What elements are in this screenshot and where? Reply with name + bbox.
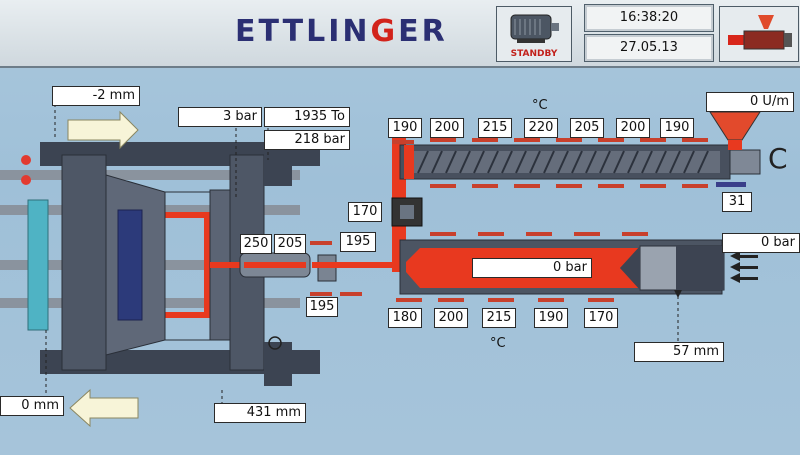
upper-zone-5-field[interactable]: 205	[570, 118, 604, 138]
standby-button[interactable]: STANDBY	[496, 6, 572, 62]
ejector-position-field[interactable]: 0 mm	[0, 396, 64, 416]
lower-zone-1-field[interactable]: 180	[388, 308, 422, 328]
lower-zone-5-field[interactable]: 170	[584, 308, 618, 328]
lower-zone-4-field[interactable]: 190	[534, 308, 568, 328]
nozzle-temp-3-field[interactable]: 195	[306, 297, 338, 317]
nozzle-temp-4-field[interactable]: 195	[340, 232, 376, 252]
platen-block-lower	[264, 342, 292, 386]
hopper-value-field[interactable]: 31	[722, 192, 752, 212]
status-led-2	[21, 175, 31, 185]
upper-zone-7-field[interactable]: 190	[660, 118, 694, 138]
clamp-pressure-field[interactable]: 3 bar	[178, 107, 262, 127]
lower-zone-2-field[interactable]: 200	[434, 308, 468, 328]
nozzle-temp-1-field[interactable]: 250	[240, 234, 272, 254]
lower-zone-3-field[interactable]: 215	[482, 308, 516, 328]
screw-position-field[interactable]: 57 mm	[634, 342, 724, 362]
nozzle-melt-channel	[312, 262, 392, 268]
upper-zone-4-field[interactable]: 220	[524, 118, 558, 138]
lower-temp-unit: °C	[490, 336, 506, 351]
hopper-indicator	[716, 182, 746, 187]
standby-label: STANDBY	[510, 49, 558, 59]
hopper-icon	[709, 111, 761, 141]
mold-position-field[interactable]: -2 mm	[52, 86, 140, 106]
injection-pressure-field[interactable]: 0 bar	[472, 258, 592, 278]
moving-platen	[61, 154, 107, 371]
clock-display: 16:38:20	[584, 4, 714, 32]
back-pressure-field[interactable]: 0 bar	[722, 233, 800, 253]
mold-height-field[interactable]: 431 mm	[214, 403, 306, 423]
feed-temp-field[interactable]: 170	[348, 202, 382, 222]
upper-temp-unit: °C	[532, 98, 548, 113]
upper-zone-2-field[interactable]: 200	[430, 118, 464, 138]
hydraulic-pressure-field[interactable]: 218 bar	[264, 130, 350, 150]
motor-icon	[510, 14, 559, 43]
mold-cavity-melt	[165, 212, 210, 318]
screw-drive	[729, 149, 761, 175]
tie-bar-upper	[0, 170, 300, 180]
injection-unit-nav-button[interactable]	[719, 6, 799, 62]
date-display: 27.05.13	[584, 34, 714, 62]
mold-insert	[117, 209, 143, 321]
ejector-plate	[27, 199, 49, 331]
rotation-icon: C	[768, 142, 788, 175]
status-led-1	[21, 155, 31, 165]
upper-zone-1-field[interactable]: 190	[388, 118, 422, 138]
brand-logo: ETTLINGER	[235, 14, 448, 49]
mold-close-arrow-icon	[69, 388, 139, 428]
upper-zone-6-field[interactable]: 200	[616, 118, 650, 138]
injection-unit-icon	[728, 15, 792, 50]
clamp-force-field[interactable]: 1935 To	[264, 107, 350, 127]
upper-zone-3-field[interactable]: 215	[478, 118, 512, 138]
nozzle-temp-2-field[interactable]: 205	[274, 234, 306, 254]
position-sensor-icon	[268, 336, 282, 350]
plasticizing-screw	[410, 151, 720, 173]
header-bar: ETTLINGER STANDBY 16:38:20 27.05.13	[0, 0, 800, 68]
screw-speed-field[interactable]: 0 U/m	[706, 92, 794, 112]
mold-open-arrow-icon	[67, 110, 139, 150]
